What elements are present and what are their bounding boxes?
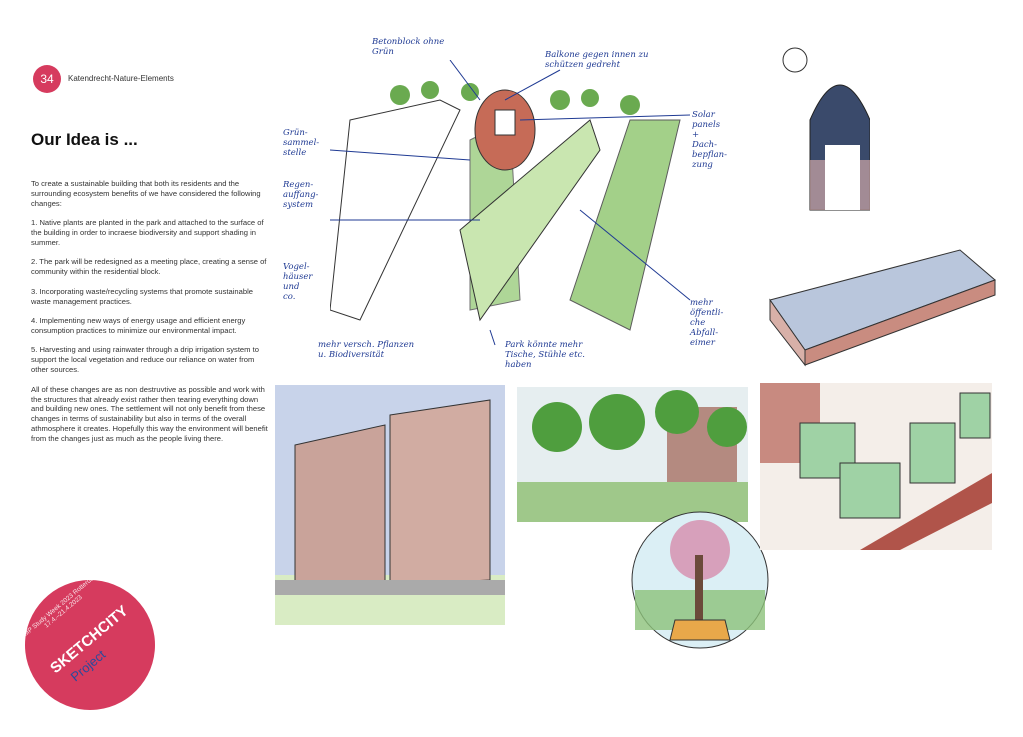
tree-circle-sketch: [631, 511, 769, 649]
annotation: Solar panels + Dach- bepflan- zung: [692, 110, 727, 170]
annotation: Grün- sammel- stelle: [283, 128, 320, 158]
section-title: Katendrecht-Nature-Elements: [68, 74, 174, 83]
page-title: Our Idea is ...: [31, 130, 138, 149]
site-plan-sketch: [330, 60, 691, 346]
annotation: Vogel- häuser und co.: [283, 262, 313, 302]
paragraph: 1. Native plants are planted in the park…: [31, 218, 264, 248]
solar-panels-sketch: [769, 249, 996, 367]
paragraph: 3. Incorporating waste/recycling systems…: [31, 286, 254, 306]
annotation: Betonblock ohne Grün: [372, 37, 445, 57]
annotation: Balkone gegen innen zu schützen gedreht: [545, 50, 649, 70]
annotation: Regen- auffang- system: [283, 180, 319, 210]
page-number-badge: 34: [33, 65, 61, 93]
sketchcity-sticker: MMP Study Week 2023 Rotterdam 17.4.–21.4…: [0, 553, 182, 737]
paragraph: 5. Harvesting and using rainwater throug…: [31, 345, 259, 375]
residential-building-sketch: [275, 385, 505, 625]
body-text: To create a sustainable building that bo…: [31, 179, 269, 454]
paragraph: All of these changes are as non destruvt…: [31, 384, 268, 444]
paragraph: 2. The park will be redesigned as a meet…: [31, 257, 267, 277]
annotation: mehr versch. Pflanzen u. Biodiversität: [318, 340, 415, 360]
annotation: mehr öffentli- che Abfall- eimer: [690, 298, 724, 348]
green-cubes-sketch: [760, 383, 992, 550]
annotation: Park könnte mehr Tische, Stühle etc. hab…: [505, 340, 585, 370]
paragraph: 4. Implementing new ways of energy usage…: [31, 316, 246, 335]
solar-dome-building-sketch: [782, 47, 870, 211]
park-sketch: [517, 387, 748, 522]
paragraph: To create a sustainable building that bo…: [31, 179, 261, 208]
